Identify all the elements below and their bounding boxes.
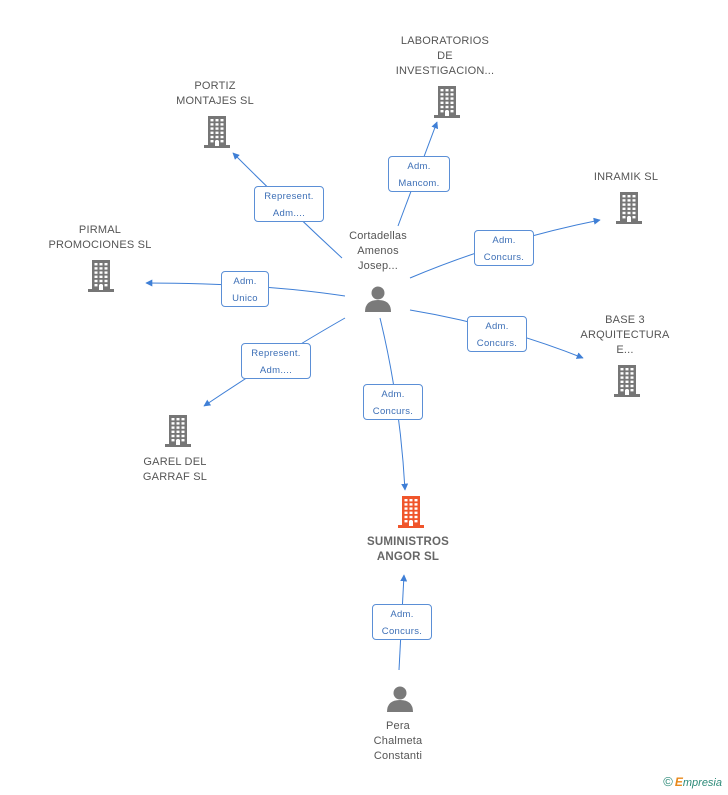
company-name-line: PIRMAL — [78, 224, 122, 236]
person-icon[interactable] — [363, 284, 393, 314]
company-label-portiz[interactable]: PORTIZ MONTAJES SL — [160, 79, 270, 109]
relation-line: Adm.... — [259, 365, 293, 376]
relation-line: Adm. — [381, 389, 405, 400]
relation-badge-laboratorios[interactable]: Adm. Mancom. — [388, 156, 450, 192]
relation-line: Represent. — [251, 348, 301, 359]
empresia-logo[interactable]: ©Empresia — [663, 774, 722, 789]
relation-line: Adm.... — [272, 208, 306, 219]
company-name-line: PROMOCIONES SL — [48, 239, 152, 251]
building-icon[interactable] — [162, 413, 194, 449]
building-icon[interactable] — [201, 114, 233, 150]
building-icon[interactable] — [431, 84, 463, 120]
company-name-line: GARRAF SL — [142, 471, 208, 483]
company-name-line: MONTAJES SL — [176, 95, 254, 107]
company-name-line: DE — [437, 50, 453, 62]
company-name-line: INRAMIK SL — [593, 171, 659, 183]
company-name-line: GAREL DEL — [143, 456, 207, 468]
focus-company-name-line: SUMINISTROS — [366, 536, 450, 548]
relation-badge-inramik[interactable]: Adm. Concurs. — [474, 230, 534, 266]
company-name-line: PORTIZ — [194, 80, 236, 92]
relation-line: Adm. — [233, 276, 257, 287]
company-label-inramik[interactable]: INRAMIK SL — [576, 170, 676, 185]
relation-line: Concurs. — [483, 252, 525, 263]
focus-company-label[interactable]: SUMINISTROS ANGOR SL — [346, 535, 470, 565]
company-name-line: ARQUITECTURA — [580, 329, 670, 341]
other-person-name-line: Pera — [385, 720, 411, 732]
relation-line: Concurs. — [381, 626, 423, 637]
relation-line: Adm. — [407, 161, 431, 172]
copyright-symbol: © — [663, 774, 673, 789]
relation-badge-pirmal[interactable]: Adm. Unico — [221, 271, 269, 307]
relation-badge-portiz[interactable]: Represent. Adm.... — [254, 186, 324, 222]
building-icon[interactable] — [613, 190, 645, 226]
relation-badge-garel[interactable]: Represent. Adm.... — [241, 343, 311, 379]
relation-badge-pera[interactable]: Adm. Concurs. — [372, 604, 432, 640]
center-person-name-line: Cortadellas — [349, 230, 407, 242]
company-label-laboratorios[interactable]: LABORATORIOS DE INVESTIGACION... — [385, 34, 505, 79]
person-icon[interactable] — [385, 684, 415, 714]
center-person-name-line: Josep... — [357, 260, 399, 272]
relation-badge-focus[interactable]: Adm. Concurs. — [363, 384, 423, 420]
company-name-line: E... — [616, 344, 634, 356]
company-label-pirmal[interactable]: PIRMAL PROMOCIONES SL — [40, 223, 160, 253]
relation-line: Unico — [232, 293, 258, 304]
company-name-line: BASE 3 — [605, 314, 645, 326]
other-person-name-line: Chalmeta — [373, 735, 423, 747]
company-label-base3[interactable]: BASE 3 ARQUITECTURA E... — [572, 313, 678, 358]
relation-line: Adm. — [492, 235, 516, 246]
center-person-label[interactable]: Cortadellas Amenos Josep... — [330, 229, 426, 274]
focus-company-name-line: ANGOR SL — [376, 551, 440, 563]
relation-line: Concurs. — [476, 338, 518, 349]
relation-line: Adm. — [390, 609, 414, 620]
company-label-garel[interactable]: GAREL DEL GARRAF SL — [125, 455, 225, 485]
other-person-label[interactable]: Pera Chalmeta Constanti — [350, 719, 446, 764]
building-icon[interactable] — [85, 258, 117, 294]
building-icon[interactable] — [395, 494, 427, 530]
building-icon[interactable] — [611, 363, 643, 399]
center-person-name-line: Amenos — [357, 245, 399, 257]
brand-letter: E — [674, 775, 683, 789]
relation-line: Represent. — [264, 191, 314, 202]
brand-name: mpresia — [682, 777, 722, 789]
relation-line: Adm. — [485, 321, 509, 332]
relation-badge-base3[interactable]: Adm. Concurs. — [467, 316, 527, 352]
company-name-line: LABORATORIOS — [400, 35, 490, 47]
company-name-line: INVESTIGACION... — [395, 65, 495, 77]
other-person-name-line: Constanti — [373, 750, 423, 762]
relation-line: Concurs. — [372, 406, 414, 417]
relation-line: Mancom. — [398, 178, 440, 189]
